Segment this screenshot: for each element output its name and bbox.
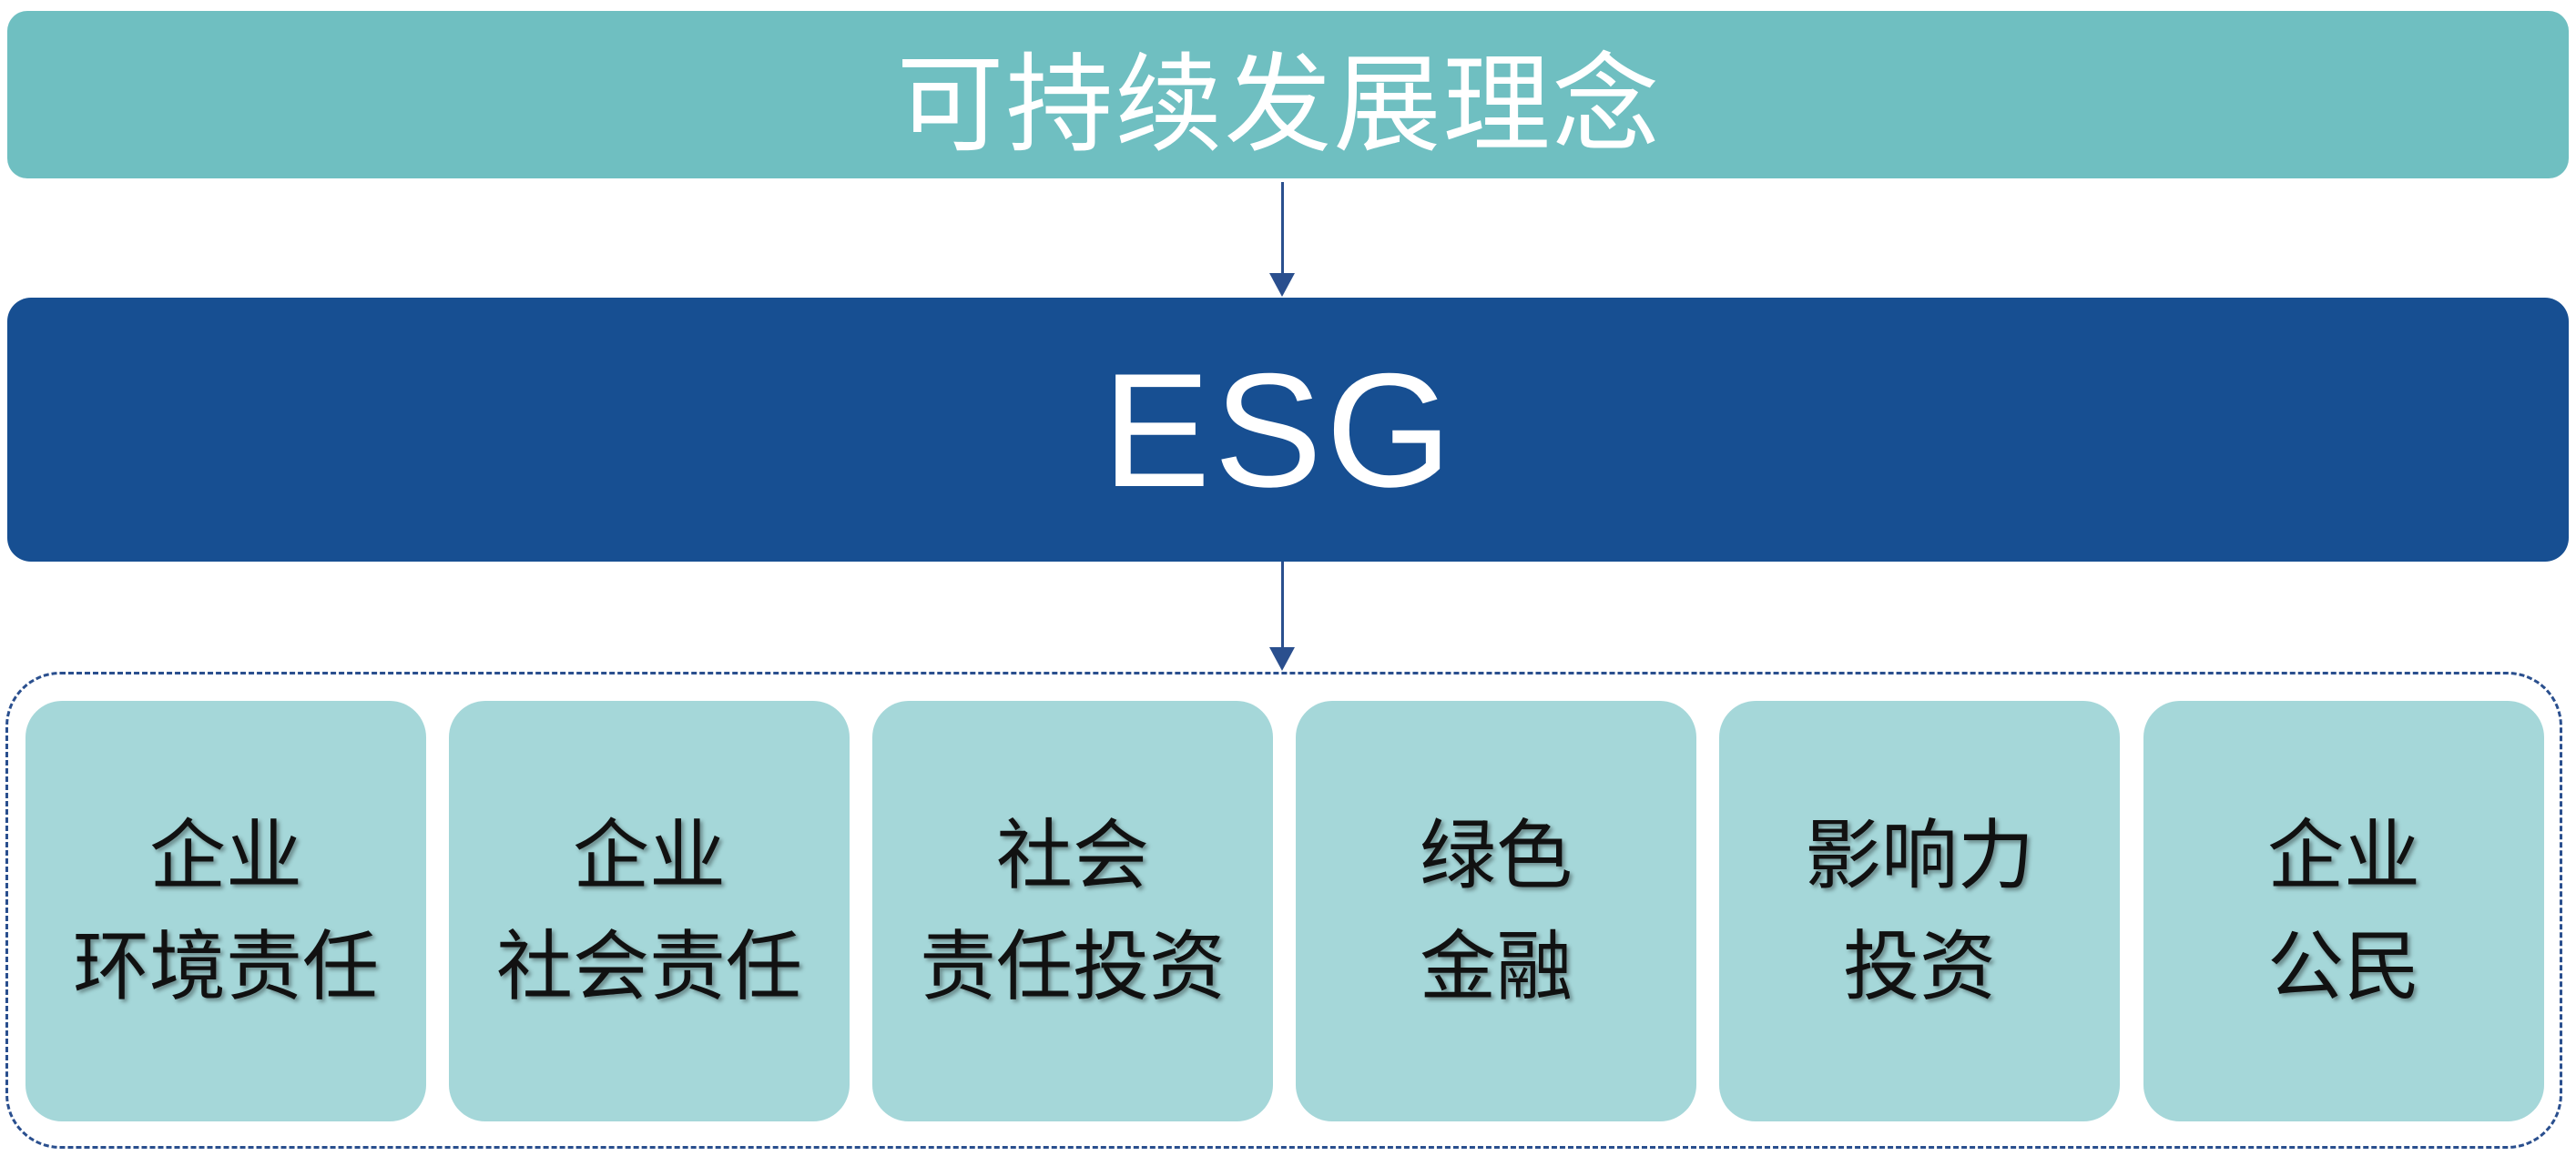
card-line-2: 责任投资 bbox=[919, 922, 1226, 1011]
card-corporate-citizenship: 企业 公民 bbox=[2143, 701, 2544, 1121]
esg-label: ESG bbox=[1102, 339, 1456, 521]
card-line-1: 企业 bbox=[572, 811, 726, 900]
card-green-finance: 绿色 金融 bbox=[1296, 701, 1696, 1121]
card-impact-investing: 影响力 投资 bbox=[1719, 701, 2120, 1121]
card-line-2: 投资 bbox=[1842, 922, 1996, 1011]
card-line-1: 影响力 bbox=[1804, 811, 2034, 900]
card-socially-responsible-investment: 社会 责任投资 bbox=[872, 701, 1273, 1121]
arrow-esg-to-practices bbox=[1269, 562, 1295, 671]
card-line-2: 公民 bbox=[2266, 922, 2420, 1011]
card-corporate-social-responsibility: 企业 社会责任 bbox=[449, 701, 850, 1121]
card-line-1: 绿色 bbox=[1419, 811, 1573, 900]
card-line-2: 金融 bbox=[1419, 922, 1573, 1011]
practice-cards: 企业 环境责任 企业 社会责任 社会 责任投资 绿色 金融 影响力 投资 企业 … bbox=[25, 701, 2544, 1121]
card-line-1: 企业 bbox=[148, 811, 302, 900]
esg-banner: ESG bbox=[7, 298, 2569, 562]
arrow-head bbox=[1269, 647, 1295, 671]
arrow-shaft bbox=[1281, 562, 1284, 651]
card-line-2: 社会责任 bbox=[495, 922, 802, 1011]
sustainability-concept-banner: 可持续发展理念 bbox=[7, 11, 2569, 178]
arrow-head bbox=[1269, 273, 1295, 297]
arrow-concept-to-esg bbox=[1269, 182, 1295, 297]
sustainability-concept-label: 可持续发展理念 bbox=[896, 41, 1662, 167]
practices-group-frame bbox=[5, 672, 2562, 1149]
card-line-1: 社会 bbox=[995, 811, 1149, 900]
arrow-shaft bbox=[1281, 182, 1284, 277]
card-corporate-environmental-responsibility: 企业 环境责任 bbox=[25, 701, 426, 1121]
card-line-1: 企业 bbox=[2266, 811, 2420, 900]
card-line-2: 环境责任 bbox=[72, 922, 379, 1011]
